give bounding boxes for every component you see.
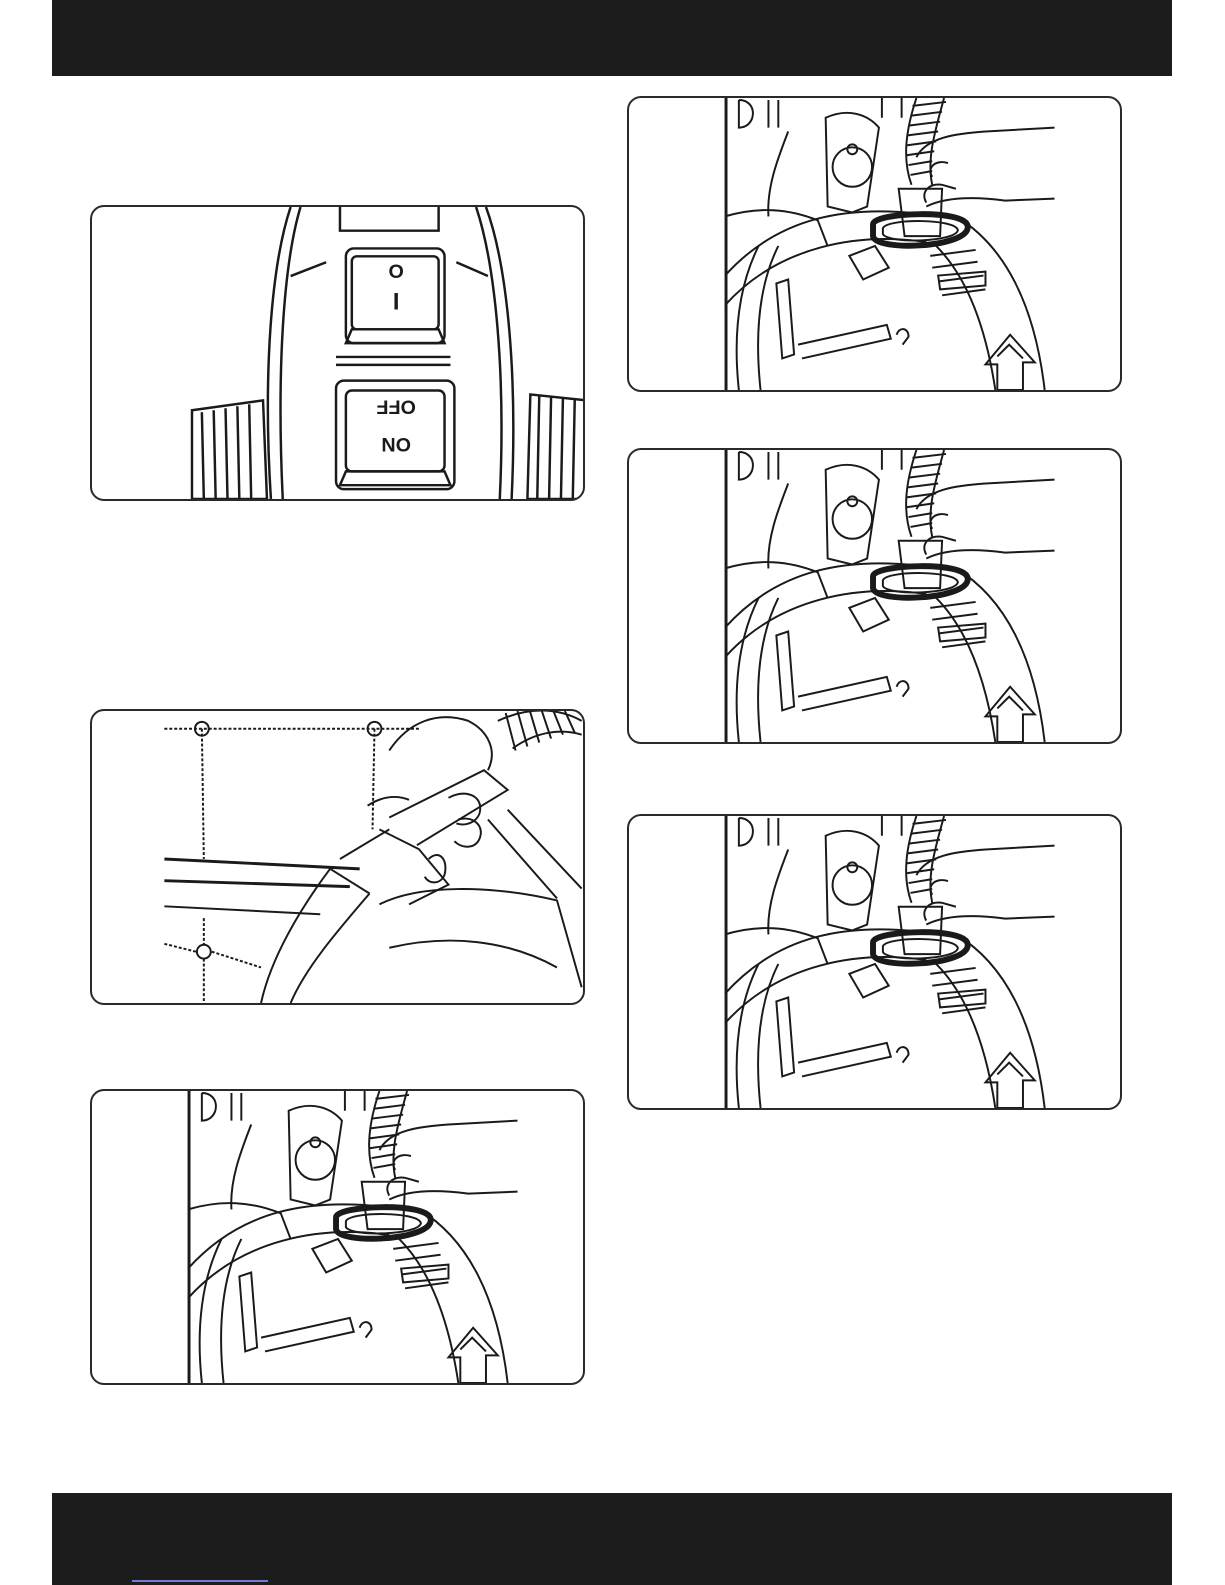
hand-tool-figure (90, 709, 585, 1005)
header-band (52, 0, 1172, 76)
hose-figure-1 (90, 1089, 585, 1385)
hose-connection-illustration-icon (629, 450, 1120, 742)
switch-figure: O I OFF ON (90, 205, 585, 501)
hose-figure-2 (627, 96, 1122, 392)
power-switch-illustration-icon: O I OFF ON (92, 207, 583, 499)
hose-connection-illustration-icon (629, 98, 1120, 390)
hose-figure-3 (627, 448, 1122, 744)
switch-label-off: OFF (376, 395, 415, 417)
switch-symbol-i: I (393, 290, 400, 316)
hose-connection-illustration-icon (629, 816, 1120, 1108)
switch-symbol-o: O (389, 261, 404, 283)
hand-nozzle-upholstery-illustration-icon (92, 711, 583, 1003)
footer-link-underline (132, 1580, 268, 1582)
hose-figure-4 (627, 814, 1122, 1110)
switch-label-on: ON (381, 433, 411, 455)
hose-connection-illustration-icon (92, 1091, 583, 1383)
footer-band (52, 1493, 1172, 1585)
